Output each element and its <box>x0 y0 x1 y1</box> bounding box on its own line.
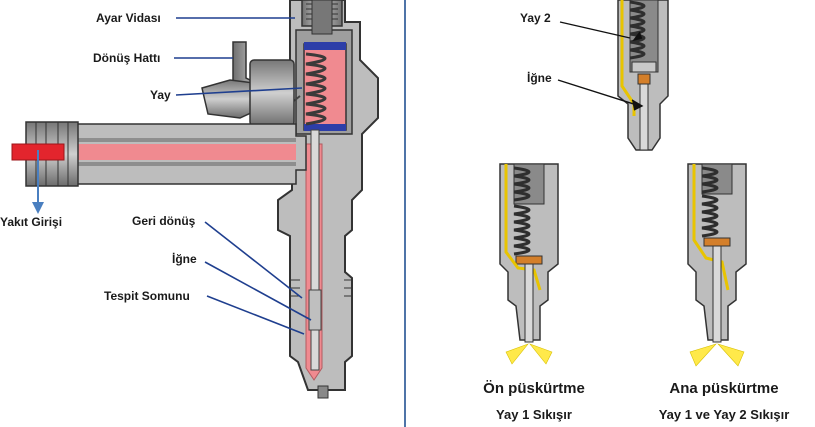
left-leader-lines <box>174 17 312 335</box>
spring-2-coil <box>629 0 646 60</box>
caption-main-injection: Ana püskürtme <box>669 380 778 397</box>
label-adjust-screw: Ayar Vidası <box>96 11 161 25</box>
main-injector <box>11 0 379 399</box>
caption-pre-injection-sub: Yay 1 Sıkışır <box>496 407 572 422</box>
two-spring-injector-top <box>617 0 669 151</box>
label-return-line: Dönüş Hattı <box>93 51 160 65</box>
label-fuel-inlet: Yakıt Girişi <box>0 215 62 229</box>
label-return-flow: Geri dönüş <box>132 214 196 228</box>
main-injection-injector <box>687 163 747 367</box>
main-injection-spray <box>689 343 745 367</box>
label-nozzle-nut: Tespit Somunu <box>104 289 190 303</box>
pre-injection-injector <box>499 163 559 365</box>
label-spring-2: Yay 2 <box>520 11 551 25</box>
right-leader-lines <box>557 21 644 111</box>
nozzle-tip <box>317 385 329 399</box>
pre-injection-spray <box>505 343 553 365</box>
needle-rod <box>310 129 320 371</box>
spring-coil <box>305 52 327 126</box>
label-needle-right: İğne <box>527 70 552 85</box>
label-needle: İğne <box>172 251 197 266</box>
caption-pre-injection: Ön püskürtme <box>483 380 585 397</box>
fuel-inlet-arrow <box>32 150 44 214</box>
caption-main-injection-sub: Yay 1 ve Yay 2 Sıkışır <box>659 407 790 422</box>
label-spring: Yay <box>150 88 171 102</box>
